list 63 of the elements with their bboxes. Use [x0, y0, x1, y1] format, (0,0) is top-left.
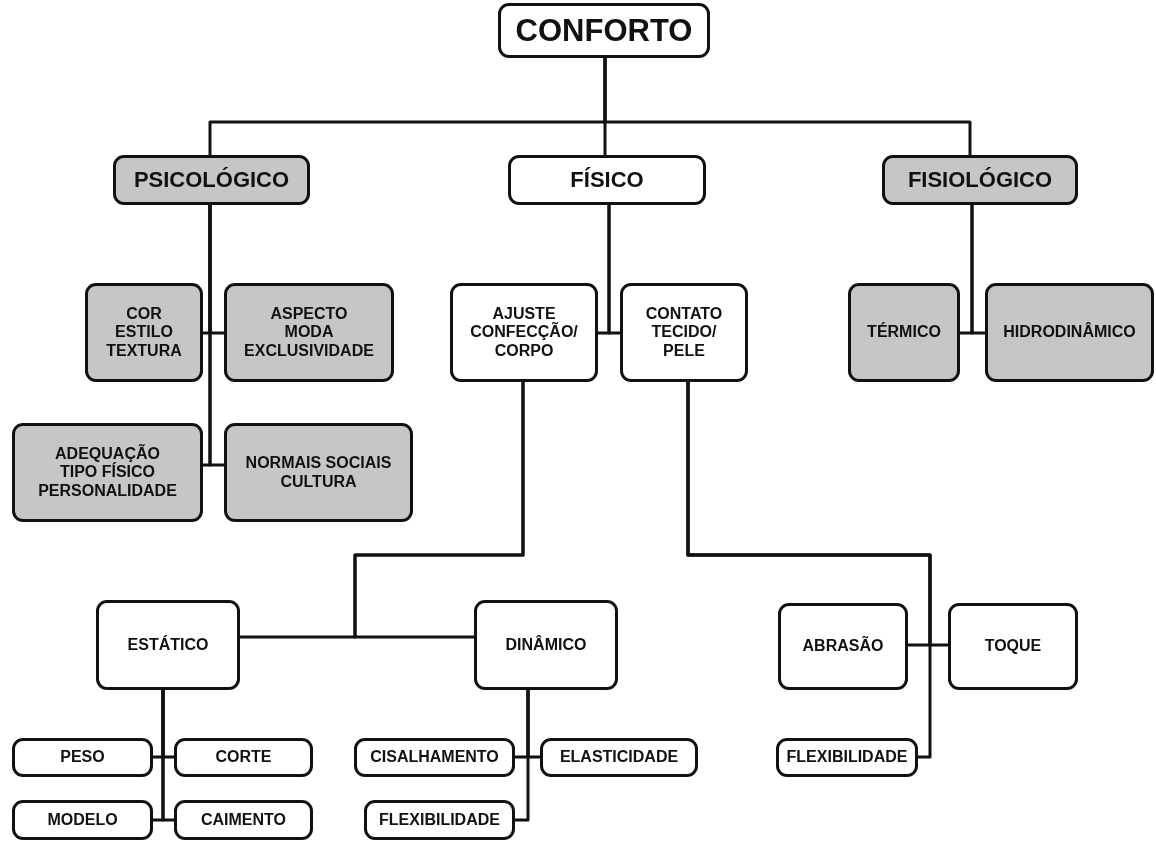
node-label: PERSONALIDADE: [38, 481, 177, 501]
category-box: [85, 283, 203, 382]
category-box: [12, 738, 153, 777]
category-box: [96, 600, 240, 690]
connector-line: [686, 382, 932, 759]
category-box: [450, 283, 598, 382]
node-label: MODA: [284, 323, 334, 342]
connector-line: [607, 205, 620, 335]
category-box: [848, 283, 960, 382]
category-box: [540, 738, 698, 777]
node-label: ESTÁTICO: [127, 635, 209, 655]
node-label: TOQUE: [984, 637, 1042, 656]
category-box: [508, 155, 706, 205]
node-label: CULTURA: [280, 472, 357, 491]
category-box: [174, 738, 313, 777]
node-label: FÍSICO: [570, 167, 644, 193]
node-label: CISALHAMENTO: [370, 748, 499, 767]
category-box: [620, 283, 748, 382]
category-box: [882, 155, 1078, 205]
category-box: [498, 3, 710, 58]
category-box: [948, 603, 1078, 690]
node-label: EXCLUSIVIDADE: [244, 341, 374, 361]
category-box: [354, 738, 515, 777]
node-label: CONFORTO: [515, 12, 693, 49]
connector-line: [603, 58, 972, 155]
category-box: [12, 800, 153, 840]
node-label: ESTILO: [115, 323, 173, 342]
node-label: TIPO FÍSICO: [59, 463, 156, 482]
node-label: HIDRODINÂMICO: [1003, 323, 1136, 342]
node-label: FLEXIBILIDADE: [379, 810, 500, 830]
node-label: CONTATO TECIDO/ PELE: [644, 304, 724, 361]
node-label: DINÂMICO: [505, 635, 587, 655]
node-label: FISIOLÓGICO: [907, 167, 1053, 193]
node-label: NORMAIS SOCIAIS: [245, 454, 392, 473]
node-label: PESO: [60, 748, 105, 767]
connector-line: [970, 205, 985, 335]
connector-line: [161, 690, 174, 822]
category-box: [224, 283, 394, 382]
node-label: PSICOLÓGICO: [133, 167, 290, 193]
category-box: [364, 800, 515, 840]
node-label: TÉRMICO: [867, 323, 941, 342]
node-label: ADEQUAÇÃO: [55, 444, 160, 464]
category-box: [985, 283, 1154, 382]
category-box: [224, 423, 413, 522]
node-label: ASPECTO: [270, 304, 348, 324]
node-label: MODELO: [47, 810, 118, 830]
connector-line: [515, 690, 530, 822]
node-label: CAIMENTO: [200, 810, 286, 830]
category-box: [776, 738, 918, 777]
category-box: [474, 600, 618, 690]
category-box: [113, 155, 310, 205]
category-box: [778, 603, 908, 690]
node-label: COR: [126, 304, 162, 324]
node-label: ABRASÃO: [802, 637, 884, 656]
node-label: CORTE: [215, 748, 272, 767]
connector-line: [353, 382, 525, 639]
node-label: FLEXIBILIDADE: [786, 748, 908, 767]
category-box: [174, 800, 313, 840]
connector-line: [208, 205, 224, 467]
node-label: AJUSTE CONFECÇÃO/ CORPO: [469, 304, 579, 361]
node-label: ELASTICIDADE: [559, 748, 679, 767]
category-box: [12, 423, 203, 522]
node-label: TEXTURA: [106, 341, 182, 361]
